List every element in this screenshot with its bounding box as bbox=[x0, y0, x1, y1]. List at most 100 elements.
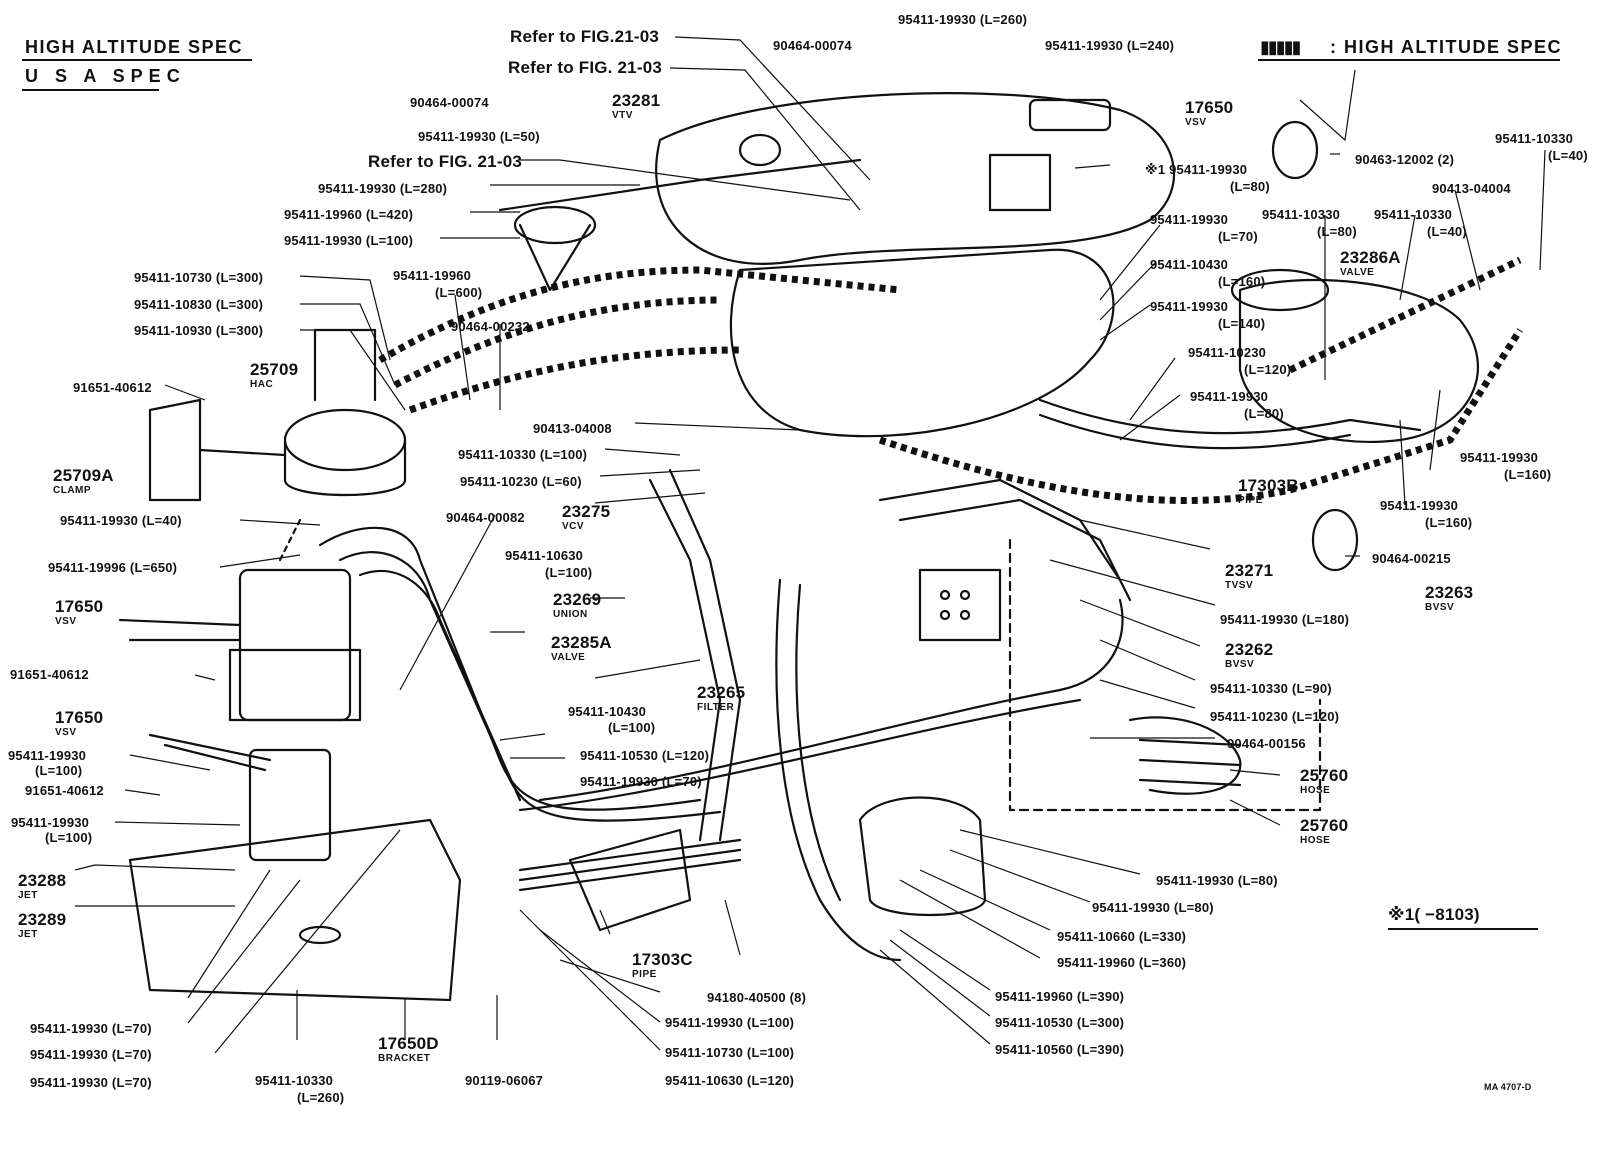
part-label: 95411-10530 (L=300) bbox=[995, 1015, 1125, 1030]
part-label: (L=140) bbox=[1218, 316, 1266, 331]
part-label: 90119-06067 bbox=[465, 1073, 544, 1088]
header-right-underline bbox=[1258, 59, 1560, 61]
header-right: : HIGH ALTITUDE SPEC bbox=[1330, 37, 1562, 57]
part-label: 95411-19930 (L=70) bbox=[580, 774, 702, 789]
part-label: 95411-19930 (L=80) bbox=[1156, 873, 1278, 888]
part-label: (L=80) bbox=[1230, 179, 1270, 194]
part-label: 95411-19930 (L=100) bbox=[284, 233, 414, 248]
part-label: 95411-10430 bbox=[1150, 257, 1229, 272]
part-label: 90464-00074 bbox=[410, 95, 489, 110]
part-label: 95411-19930 (L=70) bbox=[30, 1075, 152, 1090]
part-label: (L=160) bbox=[1425, 515, 1473, 530]
part-label: 95411-10230 bbox=[1188, 345, 1267, 360]
vsv-top bbox=[1028, 98, 1112, 132]
ha-hose-5 bbox=[1288, 256, 1522, 374]
part-label: 95411-10560 (L=390) bbox=[995, 1042, 1125, 1057]
part-label: (L=100) bbox=[608, 720, 656, 735]
ha-hose-2 bbox=[393, 296, 721, 389]
part-label: 95411-10230 (L=120) bbox=[1210, 709, 1340, 724]
intake-manifold bbox=[729, 248, 1115, 438]
part-label: 95411-19930 bbox=[1460, 450, 1539, 465]
header-left-line1: HIGH ALTITUDE SPEC bbox=[25, 37, 244, 57]
part-label: 95411-19960 (L=420) bbox=[284, 207, 414, 222]
part-label: 95411-19930 (L=80) bbox=[1092, 900, 1214, 915]
part-label: 95411-19930 (L=70) bbox=[30, 1047, 152, 1062]
part-label: (L=100) bbox=[35, 763, 83, 778]
part-label: 95411-19960 (L=390) bbox=[995, 989, 1125, 1004]
bracket-outline bbox=[128, 818, 462, 1002]
vtv bbox=[738, 133, 782, 167]
footnote-underline bbox=[1388, 928, 1538, 930]
part-label: 95411-10330 bbox=[255, 1073, 334, 1088]
vsv-box bbox=[238, 568, 352, 722]
hose-25760 bbox=[1128, 716, 1242, 795]
part-label: ※1 95411-19930 bbox=[1145, 162, 1248, 177]
carburetor-lower bbox=[858, 796, 987, 917]
engine-outline bbox=[655, 92, 1175, 265]
part-label: 95411-10730 (L=300) bbox=[134, 270, 264, 285]
vacuum-tank bbox=[513, 205, 597, 245]
part-label: 95411-19930 (L=260) bbox=[898, 12, 1028, 27]
part-label: 95411-10930 (L=300) bbox=[134, 323, 264, 338]
header-left-underline-2 bbox=[22, 89, 159, 91]
part-label: 90464-00074 bbox=[773, 38, 852, 53]
pipe-17303b bbox=[1038, 398, 1422, 435]
part-label: Refer to FIG.21-03 bbox=[510, 27, 660, 46]
part-label: 95411-10630 bbox=[505, 548, 584, 563]
hose-vertical bbox=[775, 578, 902, 962]
part-label: 95411-10430 bbox=[568, 704, 647, 719]
ha-hose-3 bbox=[408, 346, 741, 414]
drawing-id: MA 4707-D bbox=[1484, 1082, 1532, 1092]
part-label: (L=100) bbox=[45, 830, 93, 845]
part-label: (L=100) bbox=[545, 565, 593, 580]
part-label: (L=40) bbox=[1427, 224, 1467, 239]
canister bbox=[1230, 268, 1330, 312]
pipe-17303c bbox=[568, 828, 692, 932]
hac-clamp bbox=[148, 398, 287, 502]
part-label: 95411-19930 (L=240) bbox=[1045, 38, 1175, 53]
part-label: (L=80) bbox=[1244, 406, 1284, 421]
bvsv-block bbox=[918, 568, 1002, 642]
part-label: 95411-10660 (L=330) bbox=[1057, 929, 1187, 944]
part-label: 95411-19930 (L=50) bbox=[418, 129, 540, 144]
part-label: 95411-19930 (L=40) bbox=[60, 513, 182, 528]
part-label: 95411-19930 bbox=[1150, 299, 1229, 314]
part-label: 90413-04008 bbox=[533, 421, 612, 436]
part-label: 95411-19960 (L=360) bbox=[1057, 955, 1187, 970]
part-label: (L=80) bbox=[1317, 224, 1357, 239]
part-label: 91651-40612 bbox=[10, 667, 89, 682]
part-label: 95411-10630 (L=120) bbox=[665, 1073, 795, 1088]
part-label: 95411-19996 (L=650) bbox=[48, 560, 178, 575]
part-label: (L=120) bbox=[1244, 362, 1292, 377]
part-label: 90463-12002 (2) bbox=[1355, 152, 1455, 167]
part-label: 95411-19930 bbox=[1150, 212, 1229, 227]
part-label: 95411-10230 (L=60) bbox=[460, 474, 582, 489]
hac-body bbox=[283, 408, 407, 472]
part-label: 95411-19930 bbox=[1380, 498, 1459, 513]
part-label: 90413-04004 bbox=[1432, 181, 1511, 196]
part-label: 95411-19930 bbox=[11, 815, 90, 830]
footnote: ※1( −8103) bbox=[1388, 905, 1480, 924]
part-label: 91651-40612 bbox=[73, 380, 152, 395]
part-label: 90464-00215 bbox=[1372, 551, 1451, 566]
part-label: (L=160) bbox=[1504, 467, 1552, 482]
part-label: (L=600) bbox=[435, 285, 483, 300]
